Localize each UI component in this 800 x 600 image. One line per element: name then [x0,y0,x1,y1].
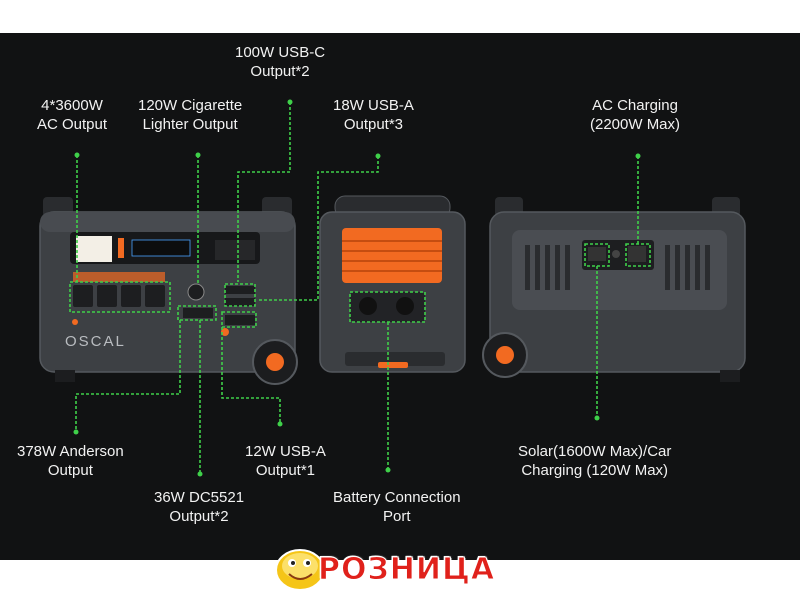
brand-logo-text: OSCAL [65,333,126,350]
dc5521-output-label: 36W DC5521 Output*2 [154,489,245,525]
power-station-back [482,197,746,382]
power-station-unit [39,197,298,385]
battery-unit-side [319,195,466,373]
anderson-output-label: 378W Anderson Output [17,443,124,479]
battery-connection-label: Battery Connection Port [333,489,461,525]
usb-c-output-label: 100W USB-C Output*2 [235,44,326,80]
cigarette-lighter-label: 120W Cigarette Lighter Output [138,97,243,133]
callout-dots [73,99,641,477]
smiley-mascot-icon [275,549,325,591]
usb-a-12w-label: 12W USB-A Output*1 [245,443,326,479]
solar-car-charging-label: Solar(1600W Max)/Car Charging (120W Max) [518,443,672,479]
store-logo: РОЗНИЦА [317,552,496,588]
usb-a-18w-label: 18W USB-A Output*3 [333,97,414,133]
callout-lines [69,102,651,474]
ac-output-label: 4*3600W AC Output [37,97,108,133]
ac-charging-label: AC Charging (2200W Max) [590,97,681,133]
